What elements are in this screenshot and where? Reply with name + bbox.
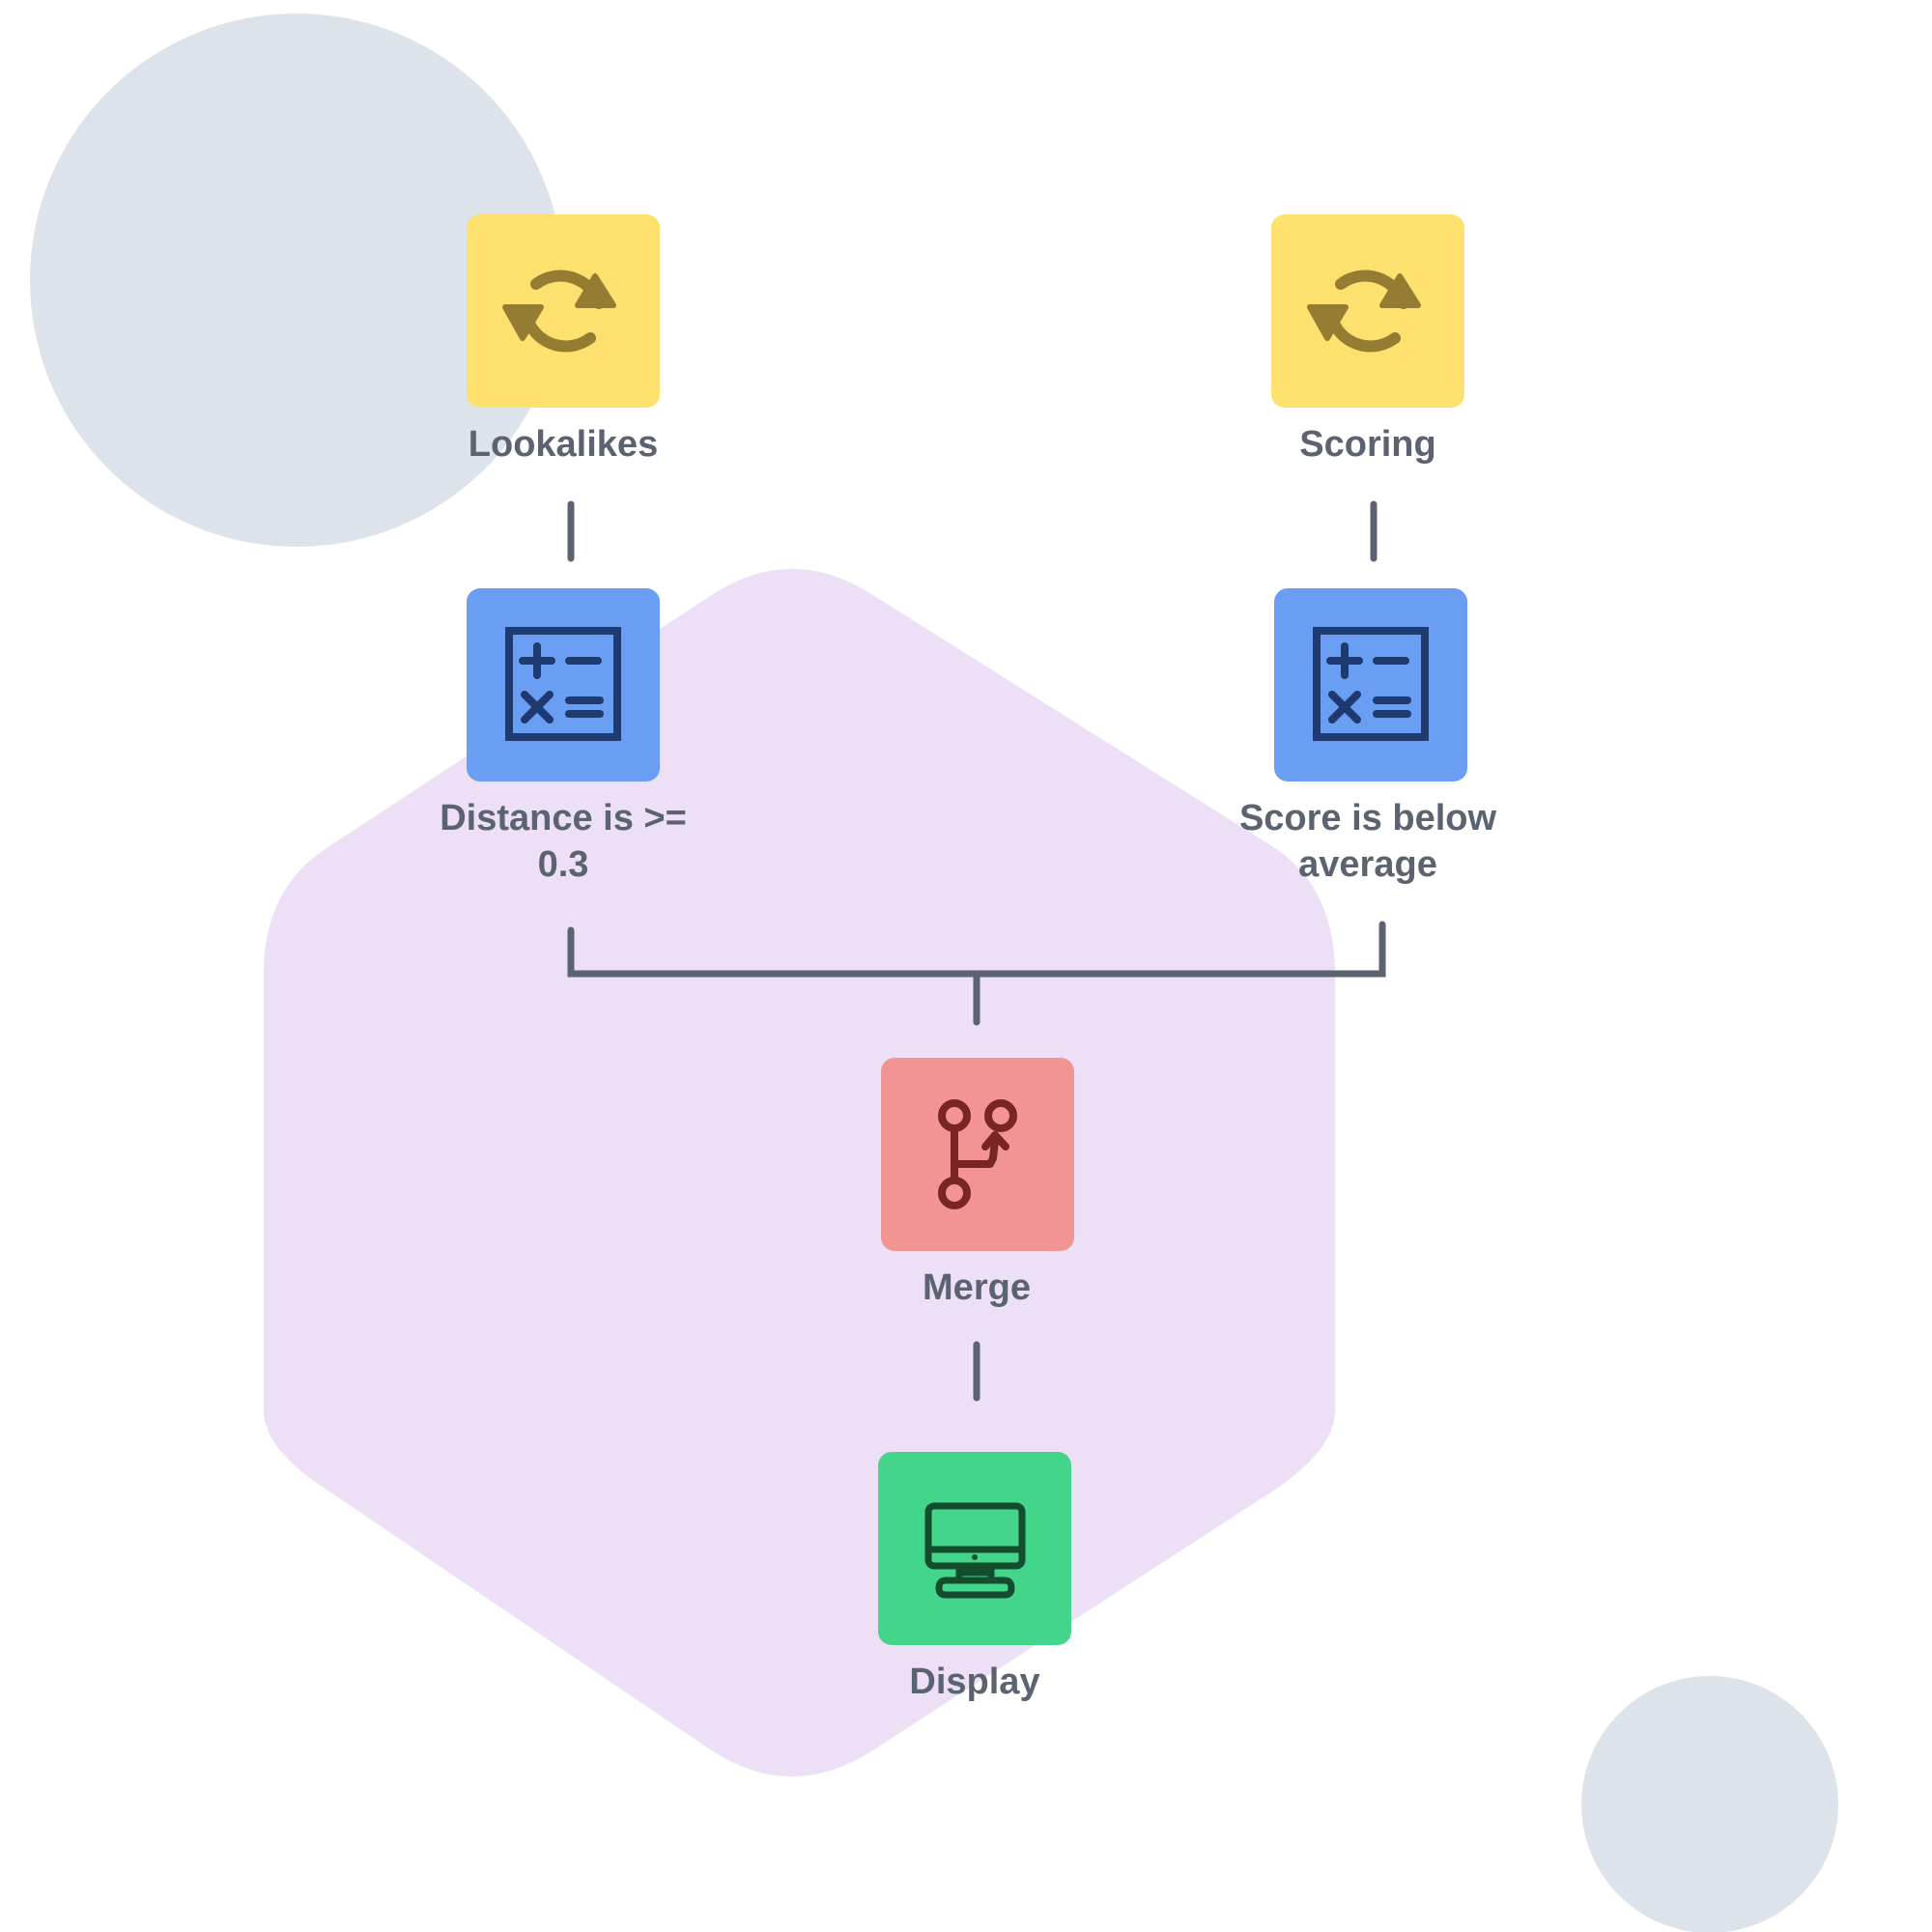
calculator-icon bbox=[1313, 627, 1429, 741]
connectors bbox=[567, 500, 1386, 1402]
display-node[interactable] bbox=[878, 1452, 1071, 1645]
merge-label: Merge bbox=[923, 1267, 1031, 1308]
scoring-node[interactable] bbox=[1271, 214, 1464, 408]
distance-node[interactable] bbox=[467, 588, 660, 781]
calculator-icon bbox=[505, 627, 621, 741]
score-below-label: Score is below average bbox=[1213, 795, 1522, 888]
distance-label: Distance is >= 0.3 bbox=[409, 795, 718, 888]
merge-node[interactable] bbox=[881, 1058, 1074, 1251]
score-below-label-line2: average bbox=[1298, 844, 1437, 885]
score-below-label-line1: Score is below bbox=[1238, 798, 1497, 838]
score-below-node[interactable] bbox=[1274, 588, 1467, 781]
lookalikes-label: Lookalikes bbox=[468, 424, 659, 465]
display-label: Display bbox=[909, 1662, 1040, 1702]
scoring-label: Scoring bbox=[1299, 424, 1436, 465]
background-circle-top-left bbox=[30, 14, 563, 547]
lookalikes-node[interactable] bbox=[467, 214, 660, 408]
refresh-icon bbox=[502, 270, 616, 353]
git-merge-icon bbox=[938, 1099, 1017, 1209]
monitor-icon bbox=[924, 1502, 1026, 1599]
background-circle-bottom-right bbox=[1581, 1676, 1838, 1932]
distance-label-line1: Distance is >= bbox=[440, 798, 687, 838]
refresh-icon bbox=[1307, 270, 1421, 353]
background-hexagon bbox=[264, 569, 1335, 1776]
distance-label-line2: 0.3 bbox=[537, 844, 589, 885]
